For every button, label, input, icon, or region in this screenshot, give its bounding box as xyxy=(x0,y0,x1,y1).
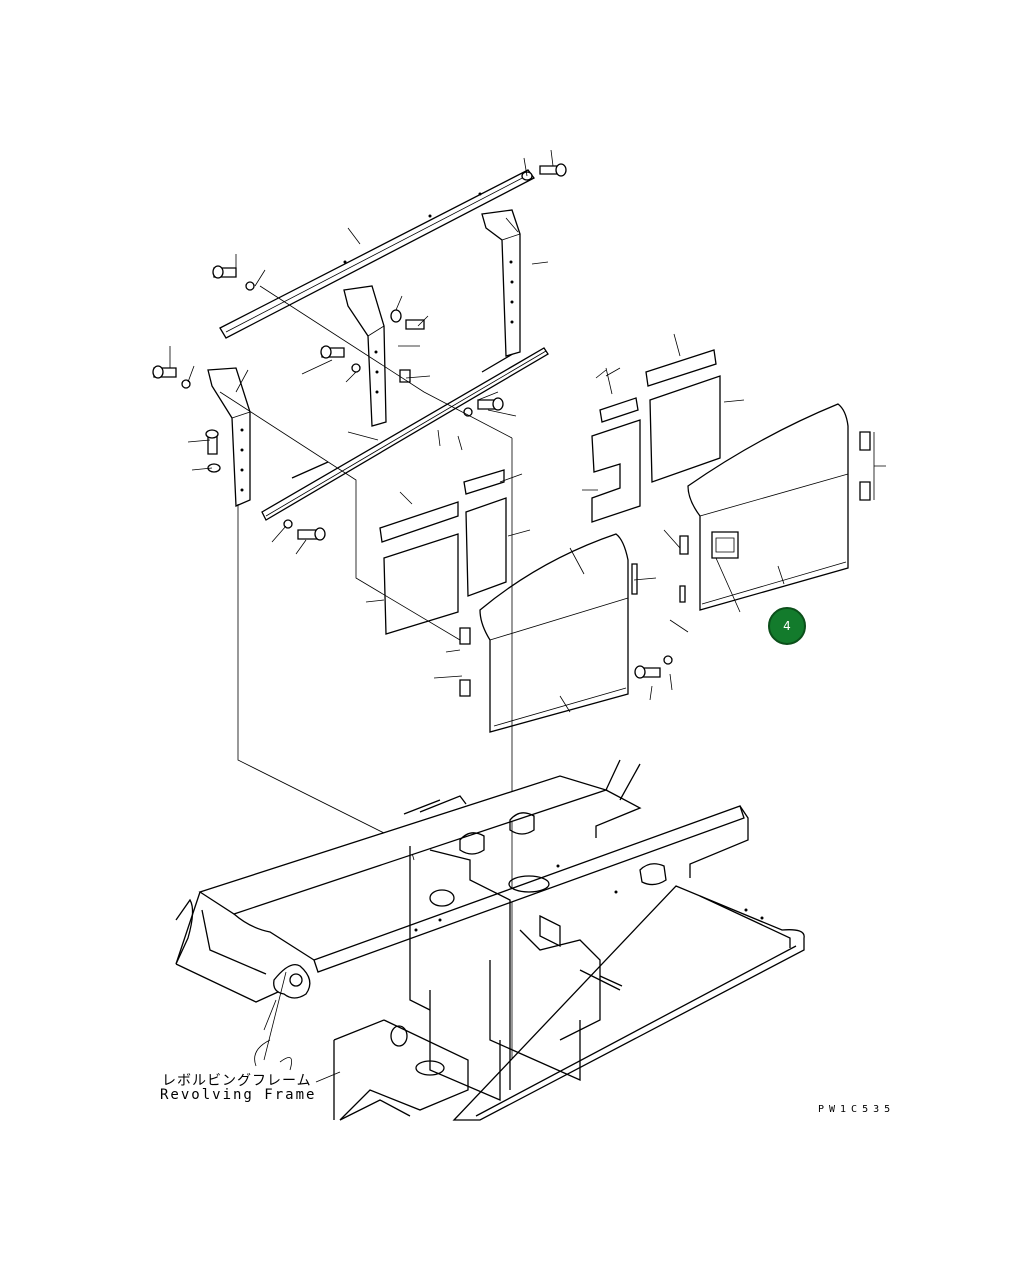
upper-rail xyxy=(220,170,534,338)
bolts-and-washers xyxy=(153,164,672,678)
bracket-right xyxy=(482,210,520,356)
revolving-frame-label-english: Revolving Frame xyxy=(160,1087,317,1103)
label-leader xyxy=(264,972,286,1060)
door-panel-right xyxy=(688,404,848,610)
bracket-left xyxy=(208,368,250,506)
revolving-frame-label-japanese: レボルビングフレーム xyxy=(162,1073,312,1089)
revolving-frame xyxy=(176,760,804,1120)
drawing-code: PW1C535 xyxy=(818,1104,896,1115)
door-panel-left xyxy=(480,534,628,732)
insulation-pads xyxy=(380,350,720,634)
leader-lines xyxy=(170,150,886,1084)
hinges xyxy=(460,432,870,696)
bracket-middle xyxy=(344,286,386,426)
callout-marker-4[interactable]: 4 xyxy=(768,607,806,645)
